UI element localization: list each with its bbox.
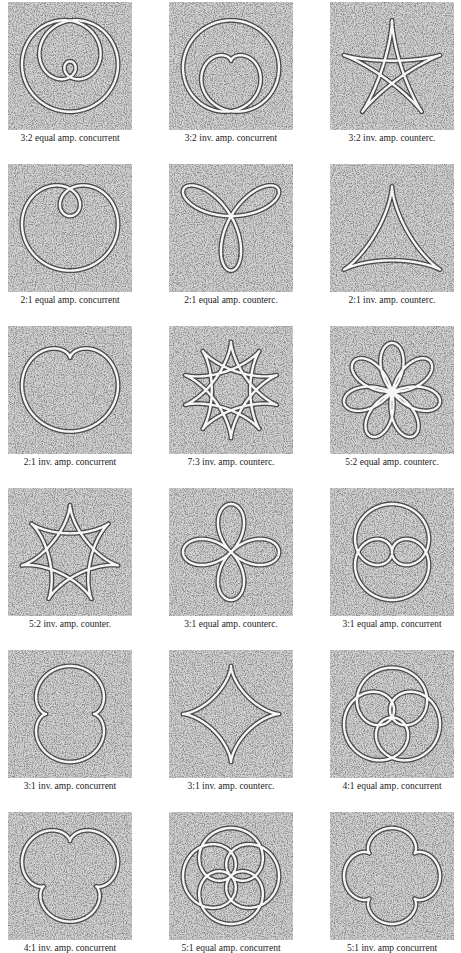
figure-caption: 2:1 equal amp. counterc. [184, 294, 278, 306]
curve-shadow [344, 668, 440, 761]
figure-caption: 3:2 inv. amp. concurrent [185, 132, 278, 144]
plate-ground [8, 650, 132, 778]
curve-ridge [185, 342, 276, 438]
curve-shadow [344, 343, 440, 437]
curve-ridge [183, 828, 279, 924]
curve-shadow [22, 185, 118, 270]
plate-speckle [330, 812, 454, 940]
figure-caption: 2:1 equal amp. concurrent [20, 294, 119, 306]
plate-speckle [330, 164, 454, 292]
plate-ground [330, 488, 454, 616]
plate-ground [330, 812, 454, 940]
curve-ridge [22, 830, 118, 921]
plate-ground [330, 2, 454, 130]
figure-caption: 4:1 inv. amp. concurrent [24, 942, 117, 953]
plate-speckle [169, 326, 293, 454]
plate-speckle [330, 326, 454, 454]
curve-ridge [22, 20, 118, 112]
plate-ground [330, 164, 454, 292]
plate-ground [8, 326, 132, 454]
figure-caption: 3:1 equal amp. concurrent [342, 618, 441, 630]
curve-ridge [344, 186, 440, 269]
curve-shadow [344, 186, 440, 269]
plate-ground [169, 488, 293, 616]
plate-speckle [169, 812, 293, 940]
curve-shadow [183, 666, 279, 762]
curve-ridge [344, 828, 440, 924]
plate-ground [330, 326, 454, 454]
plate-speckle [330, 650, 454, 778]
plate-speckle [169, 164, 293, 292]
figure-caption: 3:1 equal amp. counterc. [184, 618, 278, 630]
curve-shadow [22, 830, 118, 921]
curve-shadow [36, 666, 104, 762]
plate-ground [8, 488, 132, 616]
curve-ridge [22, 348, 118, 431]
plate-speckle [330, 488, 454, 616]
curve-shadow [22, 505, 118, 599]
figure-caption: 3:1 inv. amp. concurrent [24, 780, 117, 792]
figure-caption: 4:1 equal amp. concurrent [342, 780, 441, 792]
figure-caption: 3:2 equal amp. concurrent [20, 132, 119, 144]
curve-ridge [22, 185, 118, 270]
figure-caption: 5:2 equal amp. counterc. [345, 456, 439, 468]
figure-caption: 3:1 inv. amp. counterc. [188, 780, 275, 792]
figure-caption: 3:2 inv. amp. counterc. [349, 132, 436, 144]
plate-speckle [169, 650, 293, 778]
plate-ground [8, 2, 132, 130]
figure-caption: 7:3 inv. amp. counterc. [188, 456, 275, 468]
plate-speckle [8, 488, 132, 616]
curve-ridge [183, 185, 279, 270]
curve-shadow [22, 20, 118, 112]
curve-ridge [183, 666, 279, 762]
plate-ground [169, 812, 293, 940]
curve-shadow [355, 504, 429, 600]
plate-speckle [8, 650, 132, 778]
curve-shadow [22, 348, 118, 431]
curve-ridge [355, 504, 429, 600]
curve-ridge [22, 505, 118, 599]
curve-ridge [344, 343, 440, 437]
plate-speckle [8, 2, 132, 130]
curve-shadow [185, 342, 276, 438]
curve-ridge [344, 668, 440, 761]
plate-ground [330, 650, 454, 778]
plate-ground [169, 2, 293, 130]
plate-speckle [330, 2, 454, 130]
plate-speckle [169, 488, 293, 616]
figure-caption: 5:1 inv. amp concurrent [347, 942, 437, 953]
curve-ridge [183, 504, 279, 600]
plate-ground [8, 164, 132, 292]
curve-shadow [344, 20, 440, 111]
curve-shadow [183, 828, 279, 924]
curve-shadow [183, 504, 279, 600]
curve-ridge [36, 666, 104, 762]
curve-shadow [344, 828, 440, 924]
plate-group [8, 2, 454, 940]
curve-shadow [183, 20, 279, 111]
plate-speckle [8, 326, 132, 454]
plate-ground [169, 326, 293, 454]
plate-ground [169, 164, 293, 292]
plate-ground [8, 812, 132, 940]
plate-speckle [8, 812, 132, 940]
curve-shadow [183, 185, 279, 270]
figure-caption: 2:1 inv. amp. concurrent [24, 456, 117, 468]
plate-speckle [8, 164, 132, 292]
figure-caption: 5:2 inv. amp. counter. [29, 618, 111, 630]
plate-speckle [169, 2, 293, 130]
figure-caption: 5:1 equal amp. concurrent [181, 942, 280, 953]
plate-ground [169, 650, 293, 778]
curve-ridge [344, 20, 440, 111]
figure-caption: 2:1 inv. amp. counterc. [349, 294, 436, 306]
curve-ridge [183, 20, 279, 111]
